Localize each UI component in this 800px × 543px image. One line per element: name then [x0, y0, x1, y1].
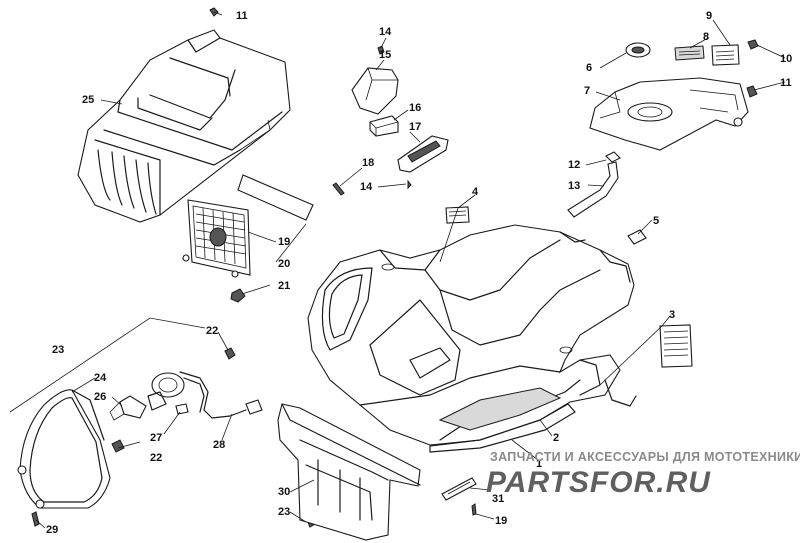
part-18-hood — [77, 29, 291, 223]
callout-19: 19 — [495, 515, 507, 527]
part-25-headlight-housing — [17, 389, 111, 509]
callout-14: 14 — [360, 181, 373, 193]
part-21-plate — [237, 174, 314, 221]
callout-23: 22 — [206, 325, 218, 337]
callout-18: 25 — [82, 94, 94, 106]
callout-1: 1 — [536, 458, 542, 470]
part-9-decal — [711, 44, 740, 66]
callout-10: 10 — [780, 53, 792, 65]
watermark: ЗАПЧАСТИ И АКСЕССУАРЫ ДЛЯ МОТОТЕХНИКИ PA… — [486, 450, 800, 499]
part-8-decal — [674, 45, 705, 61]
callout-17: 17 — [409, 121, 421, 133]
callout-22: 22 — [150, 452, 162, 464]
callout-12: 12 — [568, 159, 580, 171]
part-22-nut — [111, 439, 125, 453]
part-12-clamp — [605, 151, 621, 163]
part-30-bumper — [277, 403, 421, 541]
watermark-tagline: ЗАПЧАСТИ И АКСЕССУАРЫ ДЛЯ МОТОТЕХНИКИ — [490, 450, 800, 464]
callout-28: 28 — [213, 439, 225, 451]
part-15-cover — [351, 67, 399, 115]
part-3-decal — [659, 324, 693, 368]
part-24-headlight-assembly — [9, 317, 206, 413]
callout-26: 26 — [94, 391, 106, 403]
part-28-harness — [179, 371, 263, 419]
leader-lines — [35, 11, 786, 529]
callout-4: 4 — [472, 186, 479, 198]
part-5-bracket — [627, 229, 647, 245]
watermark-brand: PARTSFOR.RU — [486, 466, 711, 499]
callout-9: 9 — [706, 10, 712, 22]
callout-30: 30 — [278, 486, 290, 498]
part-31-strip — [441, 477, 477, 501]
callout-31: 31 — [492, 493, 504, 505]
callout-2: 2 — [553, 432, 559, 444]
callout-19: 18 — [362, 157, 374, 169]
part-27-socket — [147, 372, 189, 415]
callout-labels: 11 25 14 15 16 17 18 14 19 20 21 22 23 2… — [46, 10, 792, 536]
callout-14: 14 — [379, 26, 392, 38]
callout-7: 7 — [584, 85, 590, 97]
part-20-grille — [182, 199, 251, 278]
callout-8: 8 — [703, 31, 709, 43]
part-13-hose — [567, 161, 619, 218]
callout-5: 5 — [653, 215, 659, 227]
callout-27: 27 — [150, 432, 162, 444]
callout-21: 20 — [278, 258, 290, 270]
callout-3: 3 — [669, 309, 675, 321]
callout-13: 13 — [568, 180, 580, 192]
callout-23: 23 — [278, 506, 290, 518]
callout-6: 6 — [586, 62, 592, 74]
callout-25: 24 — [94, 372, 107, 384]
callout-29: 29 — [46, 524, 58, 536]
part-1-front-fender — [307, 224, 637, 446]
part-7-tank-cover — [589, 77, 749, 151]
part-6-gasket — [625, 42, 651, 58]
part-26-bulb — [109, 395, 147, 421]
part-17-strap — [397, 135, 449, 173]
callout-22: 21 — [278, 280, 290, 292]
fasteners-top — [31, 7, 759, 528]
callout-24: 23 — [52, 344, 64, 356]
part-16-clip — [369, 115, 399, 137]
part-2-trim — [429, 403, 576, 453]
part-4-decal — [445, 206, 470, 224]
callout-16: 16 — [409, 102, 421, 114]
callout-11: 11 — [780, 77, 792, 89]
callout-11: 11 — [236, 10, 248, 22]
callout-20: 19 — [278, 236, 290, 248]
callout-15: 15 — [379, 49, 391, 61]
